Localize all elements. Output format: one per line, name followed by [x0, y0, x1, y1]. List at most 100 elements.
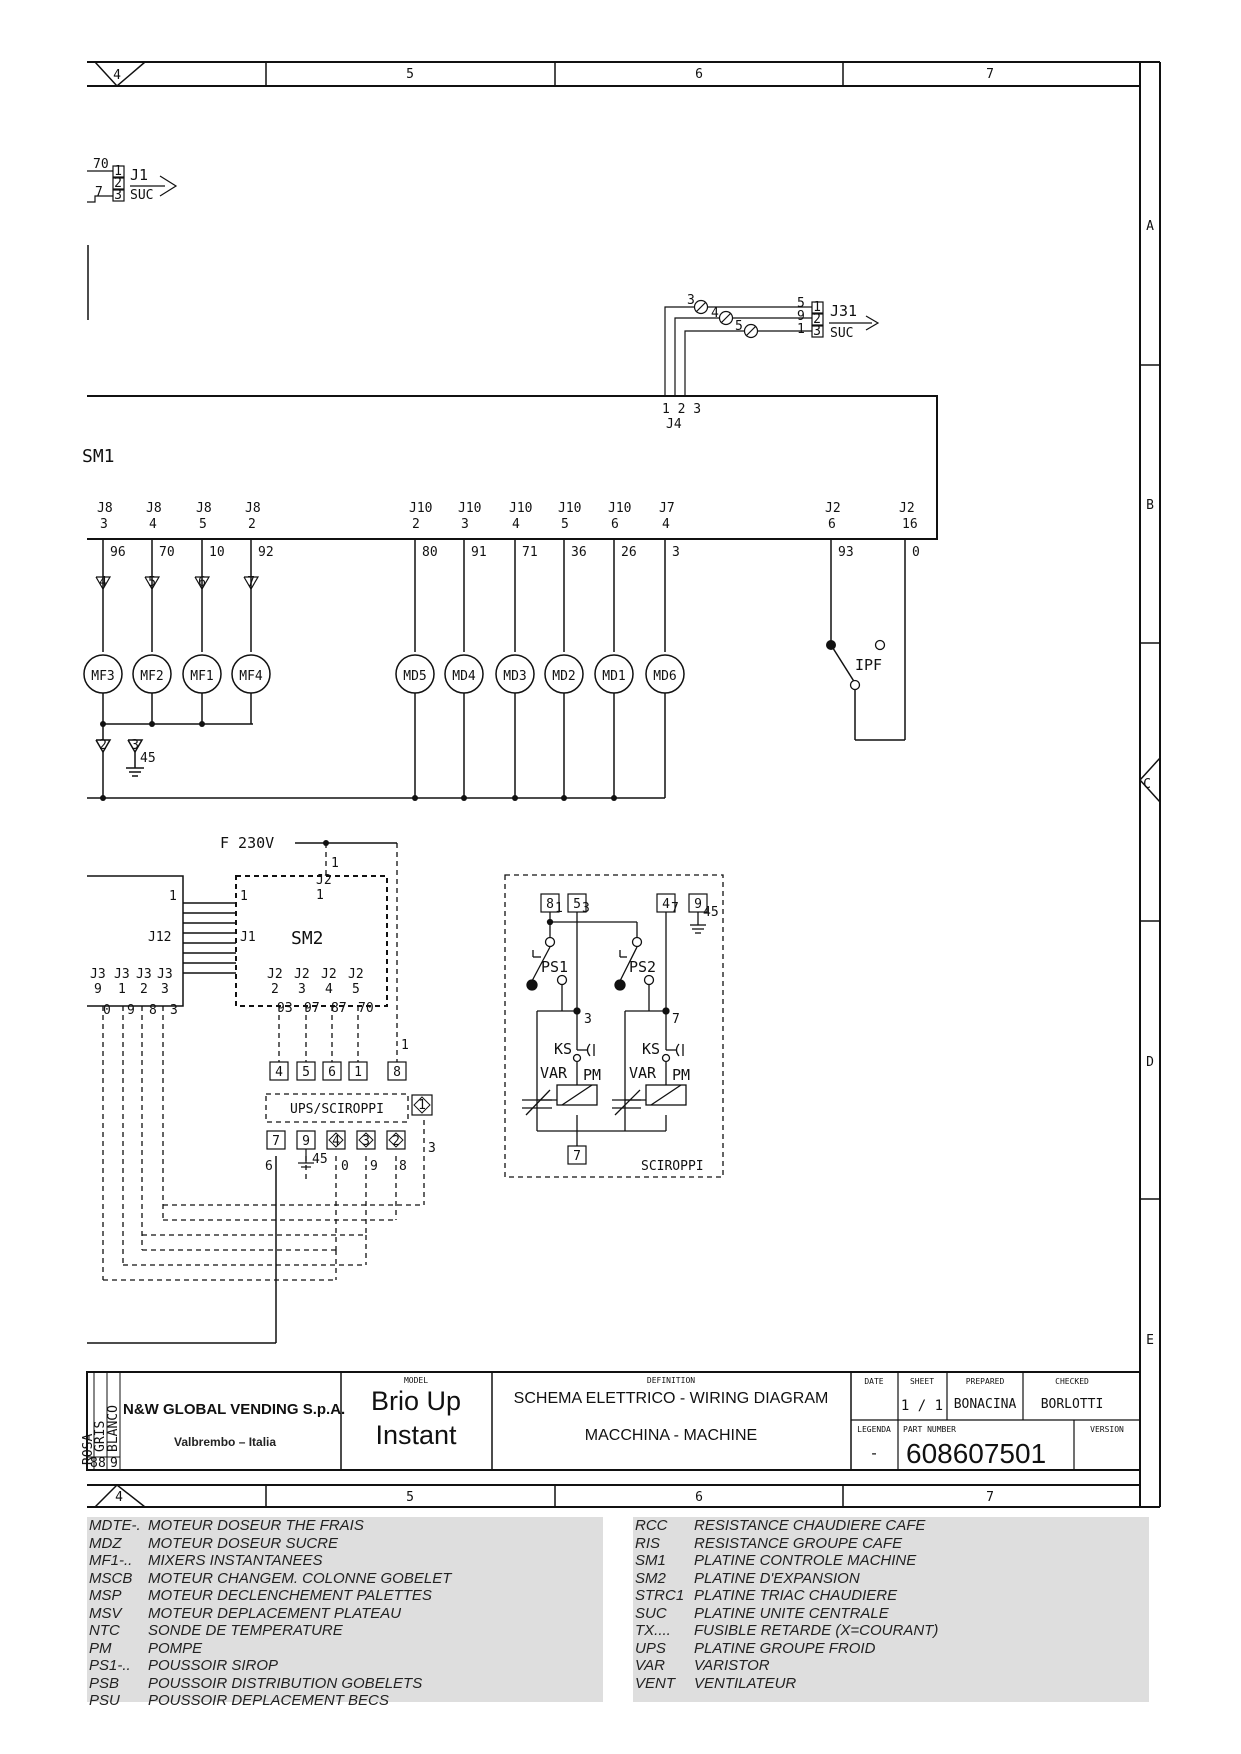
column-label-6: 6	[695, 67, 703, 82]
sciroppi-wire-7: 7	[671, 901, 679, 916]
sm1-wire-number: 3	[672, 545, 680, 560]
sm1-pin-number: 6	[828, 517, 836, 532]
sm1-wire-number: 92	[258, 545, 274, 560]
company-city: Valbrembo – Italia	[174, 1435, 276, 1449]
sm1-wire-number: 0	[912, 545, 920, 560]
model-caption: MODEL	[404, 1376, 428, 1385]
sm2-j2-top-conn: J2	[316, 873, 332, 888]
sm1-pin-number: 5	[561, 517, 569, 532]
sm2-bottom-wire: 9	[370, 1159, 378, 1174]
terminal-box	[296, 1061, 316, 1081]
terminal-box	[322, 1061, 342, 1081]
connector-terminal-icon	[144, 576, 161, 591]
ups-term-diamond	[413, 1096, 431, 1114]
sm2-j2-conn: J2	[294, 967, 310, 982]
legend-text: POUSSOIR DISTRIBUTION GOBELETS	[148, 1674, 423, 1692]
sm2-j2-wire: 97	[304, 1001, 320, 1016]
legend-text: PLATINE CONTROLE MACHINE	[694, 1552, 917, 1569]
bus-junctions	[100, 721, 617, 801]
sm1-pin-conn: J8	[146, 501, 162, 516]
j1-sm2-pin: 1	[240, 889, 248, 904]
j31-connector	[664, 301, 880, 396]
j1-wire-7: 7	[95, 185, 103, 200]
sm1-pin-number: 5	[199, 517, 207, 532]
pm1-label: PM	[583, 1066, 601, 1084]
legenda-caption: LEGENDA	[857, 1425, 891, 1434]
j31-wire-1: 1	[797, 322, 805, 337]
motor-label: MD5	[403, 669, 426, 684]
sm2-bottom-wire: 8	[399, 1159, 407, 1174]
j1-pin-1: 1	[114, 164, 122, 179]
sciroppi-contacts	[526, 918, 671, 1063]
sm1-pin-conn: J2	[899, 501, 915, 516]
column-label-5: 5	[406, 67, 414, 82]
sm2-bottom-wire: 3	[428, 1141, 436, 1156]
terminal-number: 7	[247, 575, 255, 590]
j1-pin-2: 2	[114, 176, 122, 191]
legend-code: PSB	[89, 1674, 120, 1692]
ups-term-label: 1	[418, 1098, 426, 1113]
sm2-j2-pin: 4	[325, 982, 333, 997]
sm1-pin-number: 16	[902, 517, 918, 532]
legend-text: MOTEUR DECLENCHEMENT PALETTES	[148, 1587, 432, 1604]
sm2-j3-pin: 2	[140, 982, 148, 997]
sciroppi-wire-left: 3	[584, 1012, 592, 1027]
sm1-wire-number: 71	[522, 545, 538, 560]
ks1-label: KS	[554, 1040, 572, 1058]
column-label-6-bottom: 6	[695, 1490, 703, 1505]
ground-term-3: 3	[131, 738, 139, 753]
legend-code: PM	[89, 1639, 112, 1657]
drawing-frame	[87, 61, 1161, 1508]
connector-terminal-icon	[95, 576, 112, 591]
j31-suc-label: SUC	[830, 326, 853, 341]
ground-term-2: 2	[99, 738, 107, 753]
sm2-dashed-wiring	[102, 843, 425, 1281]
j1-pin-3: 3	[114, 188, 122, 203]
column-label-7: 7	[986, 67, 994, 82]
legend-code: MSCB	[89, 1569, 133, 1587]
legend-text: VENTILATEUR	[694, 1674, 797, 1692]
prepared-value: BONACINA	[954, 1397, 1017, 1412]
sm1-motor-bus	[87, 723, 665, 799]
sm1-pin-conn: J8	[245, 501, 261, 516]
legend-code: MF1-..	[89, 1552, 133, 1569]
filter-label-4: 4	[711, 306, 719, 321]
ups-sciroppi-label: UPS/SCIROPPI	[290, 1102, 384, 1117]
row-label-a: A	[1146, 219, 1154, 234]
version-caption: VERSION	[1090, 1425, 1124, 1434]
terminal-number: 4	[99, 575, 107, 590]
legend-text: PLATINE D'EXPANSION	[694, 1569, 860, 1587]
sm1-pin-number: 4	[512, 517, 520, 532]
motor-label: MD2	[552, 669, 575, 684]
sm2-j3-pin: 3	[161, 982, 169, 997]
legend-text: FUSIBLE RETARDE (X=COURANT)	[694, 1622, 939, 1639]
sm2-j2-conn: J2	[321, 967, 337, 982]
legend-code: SUC	[635, 1604, 667, 1622]
sciroppi-wire-right: 7	[672, 1012, 680, 1027]
ipf-label: IPF	[855, 656, 882, 674]
terminal-number: 8	[393, 1065, 401, 1080]
sm1-label: SM1	[82, 446, 115, 467]
legend-text: MOTEUR DEPLACEMENT PLATEAU	[148, 1604, 402, 1622]
color-code-rosa: ROSA	[81, 1434, 96, 1465]
terminal-number: 1	[354, 1065, 362, 1080]
part-number-value: 608607501	[906, 1438, 1046, 1469]
motor-label: MF1	[190, 669, 213, 684]
legend-code: RIS	[635, 1534, 661, 1552]
definition-caption: DEFINITION	[647, 1376, 695, 1385]
terminal-number: 6	[328, 1065, 336, 1080]
prepared-caption: PREPARED	[966, 1377, 1005, 1386]
